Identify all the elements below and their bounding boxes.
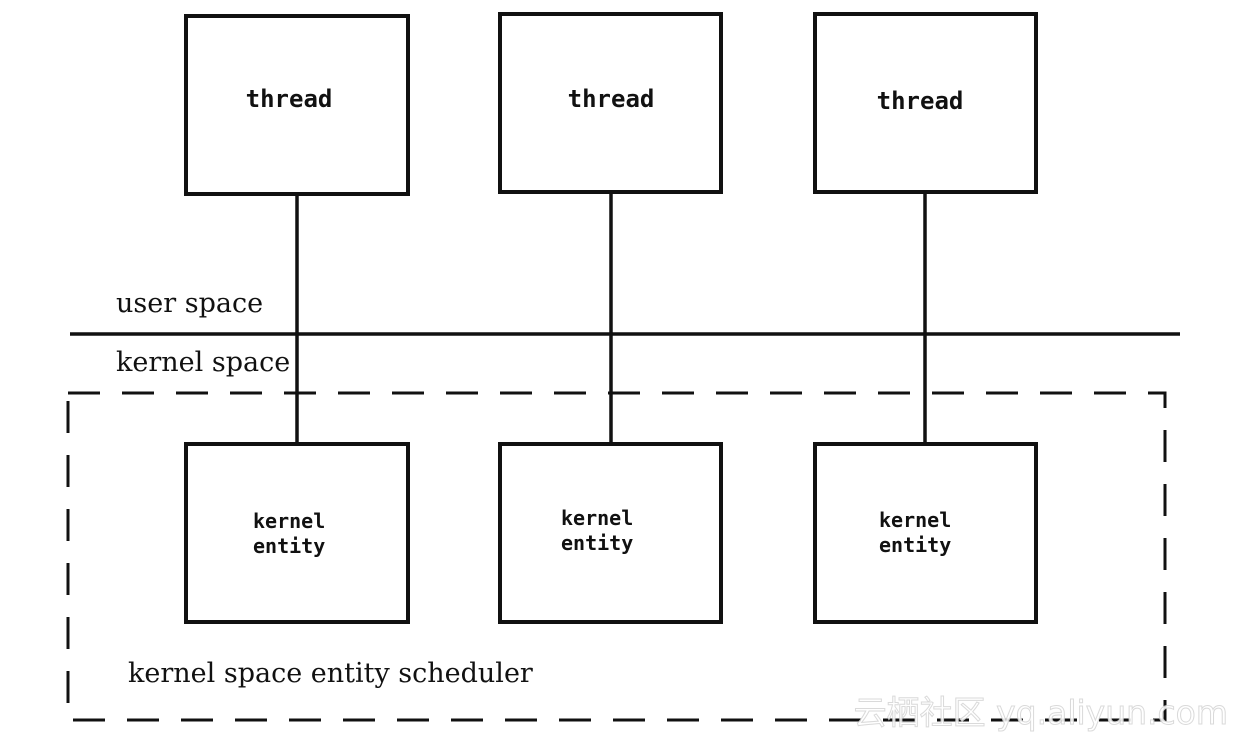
thread-box-1: thread xyxy=(184,14,410,196)
kernel-entity-line2: entity xyxy=(879,533,951,557)
kernel-entity-line2: entity xyxy=(561,531,633,555)
thread-label: thread xyxy=(568,85,655,113)
scheduler-label: kernel space entity scheduler xyxy=(128,658,533,689)
thread-label: thread xyxy=(246,85,333,113)
kernel-entity-box-3: kernel entity xyxy=(813,442,1038,624)
scheduler-boundary xyxy=(66,391,1167,722)
kernel-entity-line1: kernel xyxy=(879,508,951,532)
kernel-entity-line2: entity xyxy=(253,534,325,558)
kernel-entity-line1: kernel xyxy=(561,506,633,530)
kernel-entity-line1: kernel xyxy=(253,509,325,533)
thread-label: thread xyxy=(877,87,964,115)
thread-box-3: thread xyxy=(813,12,1038,194)
watermark: 云栖社区 yq.aliyun.com xyxy=(854,693,1228,732)
thread-box-2: thread xyxy=(498,12,723,194)
kernel-entity-box-2: kernel entity xyxy=(498,442,723,624)
kernel-space-label: kernel space xyxy=(116,347,290,378)
kernel-entity-box-1: kernel entity xyxy=(184,442,410,624)
user-space-label: user space xyxy=(116,288,263,319)
